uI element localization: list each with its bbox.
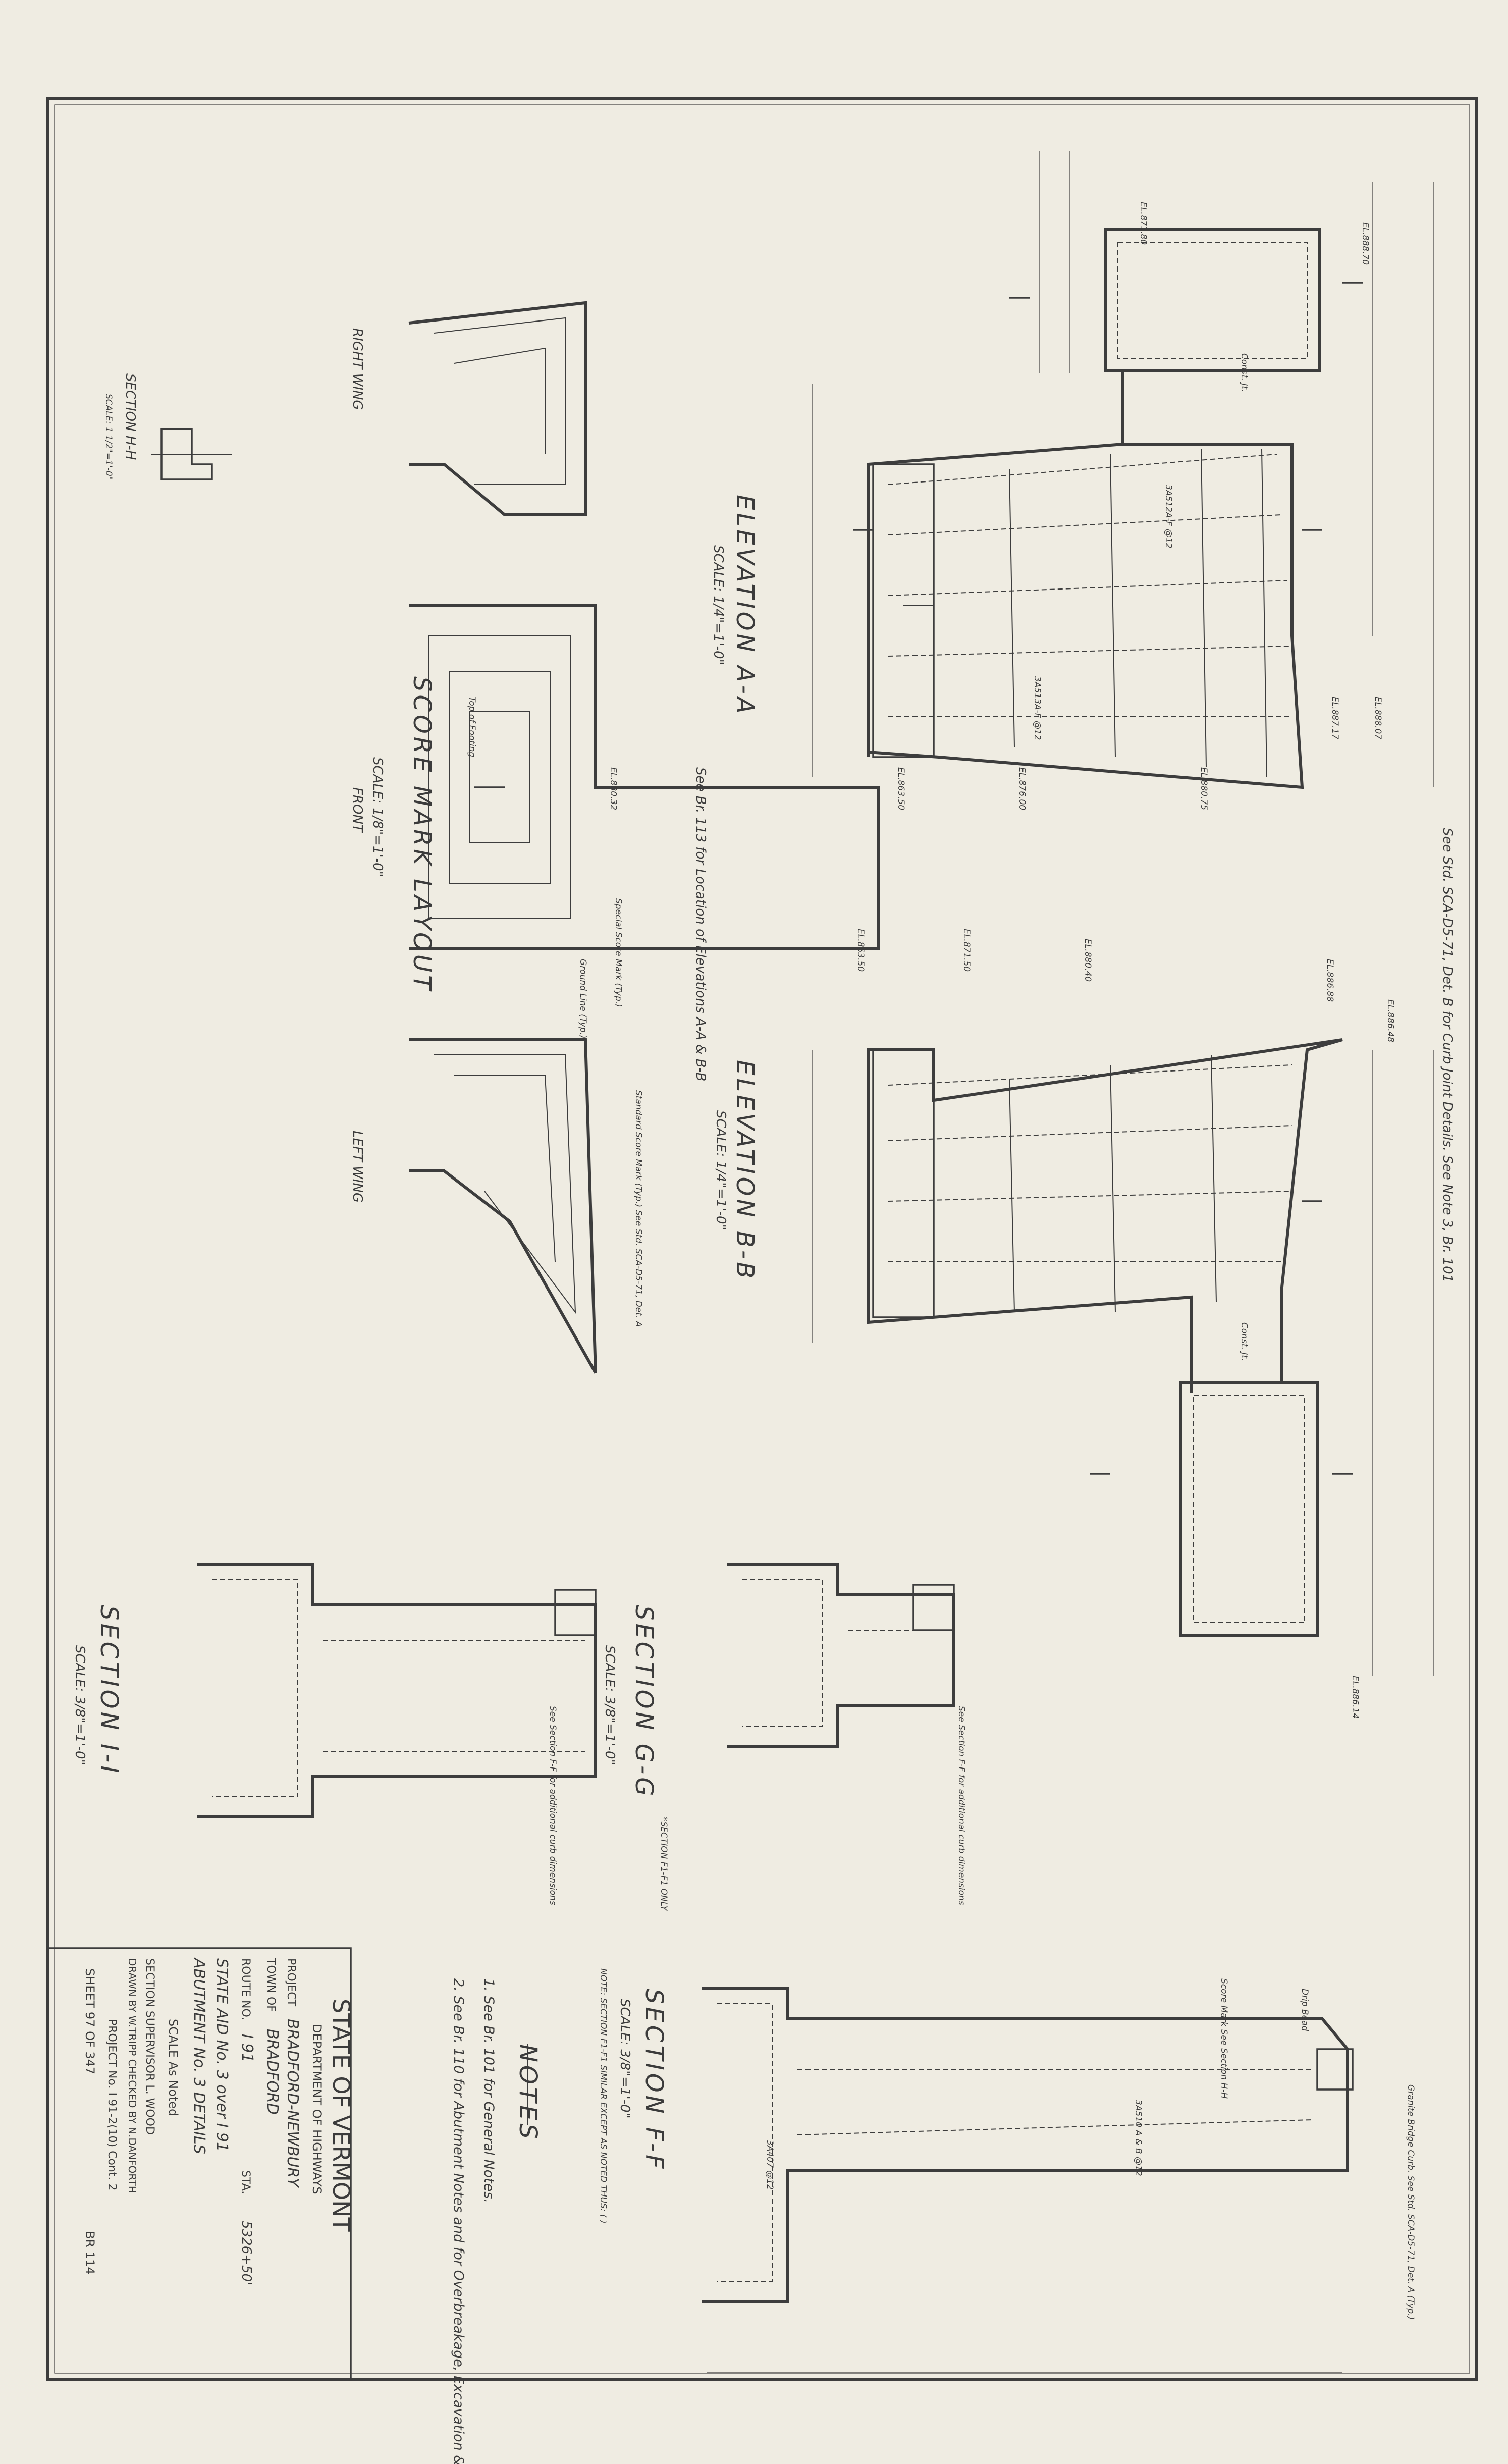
section-ff-flag: *SECTION F1-F1 ONLY [659,1817,669,1911]
tb-route-label: ROUTE NO. [239,1958,252,2020]
label-el-886-14: EL.886.14 [1350,1676,1360,1719]
sheet-inner-border [54,104,1470,2374]
label-granite-curb: Granite Bridge Curb. See Std. SCA-D5-71,… [1406,2084,1416,2320]
notes-item-1: 1. See Br. 101 for General Notes. [481,1978,497,2203]
section-ii-scale: SCALE: 3/8"=1'-0" [72,1645,87,1765]
tb-sta-label: STA. [239,2170,252,2194]
label-std-sca-note: See Std. SCA-D5-71, Det. B for Curb Join… [1440,828,1455,1282]
label-el-888-70: EL.888.70 [1360,222,1370,265]
label-rebar-a: 3A512A-F @12 [1163,485,1173,548]
tb-town-label: TOWN OF [264,1958,277,2012]
label-rebar-c: 3A510 A & B @12 [1133,2100,1143,2176]
label-ground-line: Ground Line (Typ.) [578,959,588,1039]
label-see-ff-gg: See Section F-F for additional curb dime… [956,1706,966,1905]
section-gg-title: SECTION G-G [630,1605,658,1799]
section-ff-scale: SCALE: 3/8"=1'-0" [617,1999,632,2119]
section-ii-title: SECTION I-I [95,1605,123,1776]
elevation-bb-scale: SCALE: 1/4"=1'-0" [713,1110,728,1230]
label-el-886-88: EL.886.88 [1325,959,1335,1002]
tb-dept: DEPARTMENT OF HIGHWAYS [310,2024,324,2194]
label-el-888-07: EL.888.07 [1373,697,1383,739]
label-el-880-32: EL.880.32 [608,767,618,810]
section-hh-title: SECTION H-H [123,373,138,460]
section-gg-drawing [727,1563,955,1748]
label-el-886-48: EL.886.48 [1385,999,1395,1042]
label-special-score: Special Score Mark (Typ.) [613,898,623,1007]
label-el-876-00: EL.876.00 [1017,767,1027,810]
elevation-aa-note: See Br. 113 for Location of Elevations A… [693,767,708,1081]
label-el-880-40: EL.880.40 [1083,939,1093,982]
section-gg-scale: SCALE: 3/8"=1'-0" [602,1645,617,1765]
tb-br: BR 114 [83,2231,97,2275]
tb-state: STATE OF VERMONT [328,1999,355,2232]
tb-project-no: PROJECT No. I 91-2(10) Cont. 2 [105,2019,118,2191]
title-block: STATE OF VERMONT DEPARTMENT OF HIGHWAYS … [47,1947,355,2381]
tb-sheet: SHEET 97 OF 347 [83,1968,97,2074]
label-score-mark: Score Mark See Section H-H [1219,1978,1229,2099]
label-drip-bead: Drip Bead [1300,1989,1310,2031]
label-el-880-75: EL.880.75 [1199,767,1209,810]
label-top-footing: Top of Footing [467,697,477,757]
score-mark-drawings [151,301,880,1374]
elevation-aa-scale: SCALE: 1/4"=1'-0" [711,545,726,665]
tb-scale: SCALE As Noted [166,2019,180,2116]
label-el-863-50: EL.863.50 [896,767,906,810]
elevation-bb-title: ELEVATION B-B [731,1060,759,1281]
notes-block: NOTES 1. See Br. 101 for General Notes. … [451,1978,542,2464]
section-ii-drawing [197,1563,597,1818]
label-front: FRONT [350,787,365,833]
sheet-border [46,97,1478,2381]
notes-item-2: 2. See Br. 110 for Abutment Notes and fo… [451,1978,466,2464]
label-const-jt-aa: Const. Jt. [1239,353,1249,392]
label-const-jt-bb: Const. Jt. [1239,1322,1249,1361]
section-hh-scale: SCALE: 1 1/2"=1'-0" [103,394,114,480]
label-right-wing: RIGHT WING [350,328,365,410]
score-mark-scale: SCALE: 1/8"=1'-0" [370,757,385,877]
label-standard-score: Standard Score Mark (Typ.) See Std. SCA-… [633,1090,643,1327]
elevation-aa-title: ELEVATION A-A [731,495,759,717]
tb-project: BRADFORD-NEWBURY [284,2019,301,2188]
label-left-wing: LEFT WING [350,1131,365,1203]
label-el-871-50: EL.871.50 [961,929,972,972]
section-ff-drawing [702,1987,1354,2373]
section-ff-title: SECTION F-F [640,1989,668,2172]
elevation-bb-drawing [812,1038,1434,1676]
label-rebar-b: 3A513A-F @12 [1032,676,1042,740]
label-see-ff-ii: See Section F-F for additional curb dime… [548,1706,558,1905]
tb-town: BRADFORD [263,2029,281,2115]
tb-supervisor: SECTION SUPERVISOR L. WOOD [143,1958,156,2135]
elevation-aa-drawing [812,151,1434,789]
tb-desc-2: ABUTMENT No. 3 DETAILS [190,1957,208,2154]
tb-desc-1: STATE AID No. 3 over I 91 [213,1958,231,2152]
label-rebar-d: 3A407 @12 [765,2140,775,2190]
score-mark-title: SCORE MARK LAYOUT [408,676,436,993]
tb-sta: 5326+50' [239,2221,254,2285]
label-el-871-80: EL.871.80 [1138,202,1148,245]
tb-route: I 91 [238,2034,256,2063]
section-ff-note: NOTE: SECTION F1-F1 SIMILAR EXCEPT AS NO… [598,1968,608,2224]
tb-project-label: PROJECT [285,1958,297,2007]
tb-drawn: DRAWN BY W.TRIPP CHECKED BY N.DANFORTH [126,1958,138,2193]
label-el-887-17: EL.887.17 [1330,697,1340,739]
